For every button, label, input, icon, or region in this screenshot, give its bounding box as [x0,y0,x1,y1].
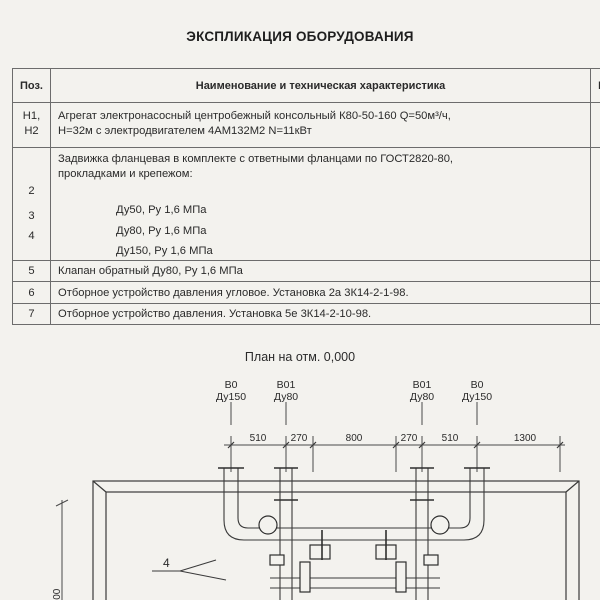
desc-line: прокладками и крепежом: [58,168,193,180]
pipe-label-dn: Ду80 [274,391,298,403]
side-dimension-line [55,499,69,600]
pipe-label-dn: Ду150 [462,391,492,403]
pipe-label-name: В01 [413,379,432,391]
pipe-label-name: В0 [471,379,484,391]
callout-label: 4 [163,556,170,570]
pos-value: 2 [28,185,35,197]
desc-line: Задвижка фланцевая в комплекте с ответны… [58,153,454,165]
equipment-table: Поз. Наименование и техническая характер… [12,68,600,325]
table-row: 7 Отборное устройство давления. Установк… [12,303,600,325]
pos-value: 3 [28,210,35,222]
pos-value: Н2 [24,125,39,137]
dimension-value: 1300 [514,433,537,444]
dimension-value: 270 [401,433,418,444]
pos-value: 4 [28,230,35,242]
page-title: ЭКСПЛИКАЦИЯ ОБОРУДОВАНИЯ [186,29,414,44]
desc-line: Н=32м с электродвигателем 4АМ132М2 N=11к… [58,125,312,137]
desc-cell: Агрегат электронасосный центробежный кон… [50,102,591,148]
dimension-value: 510 [250,433,267,444]
pipe-label-name: В0 [225,379,238,391]
pos-value: Н1, [22,110,41,122]
callout-leader [152,559,227,581]
table-row: 2 3 4 Задвижка фланцевая в комплекте с о… [12,147,600,261]
pos-cell: Н1, Н2 [12,102,51,148]
flange-marks [218,467,490,560]
desc-line: Ду50, Ру 1,6 МПа [116,204,207,216]
desc-line: Ду80, Ру 1,6 МПа [116,225,207,237]
desc-line: Ду150, Ру 1,6 МПа [116,245,213,257]
dimension-value: 270 [291,433,308,444]
dimension-ticks [227,441,564,449]
plan-title: План на отм. 0,000 [244,350,356,364]
header-name: Наименование и техническая характеристик… [50,68,591,103]
table-row: Н1, Н2 Агрегат электронасосный центробеж… [12,102,600,148]
desc-line: Агрегат электронасосный центробежный кон… [58,110,451,122]
desc-cell: Отборное устройство давления. Установка … [50,303,591,325]
dimension-value: 800 [346,433,363,444]
building-wall [92,480,580,600]
pipe-label-dn: Ду80 [410,391,434,403]
pipe-label-name: В01 [277,379,296,391]
valve-symbols [258,515,450,593]
table-header-row: Поз. Наименование и техническая характер… [12,68,600,103]
side-dimension-value: 200 [52,588,63,600]
pos-cell: 7 [12,303,51,325]
pipe-label-dn: Ду150 [216,391,246,403]
dimension-value: 510 [442,433,459,444]
pipe-network [223,468,485,600]
